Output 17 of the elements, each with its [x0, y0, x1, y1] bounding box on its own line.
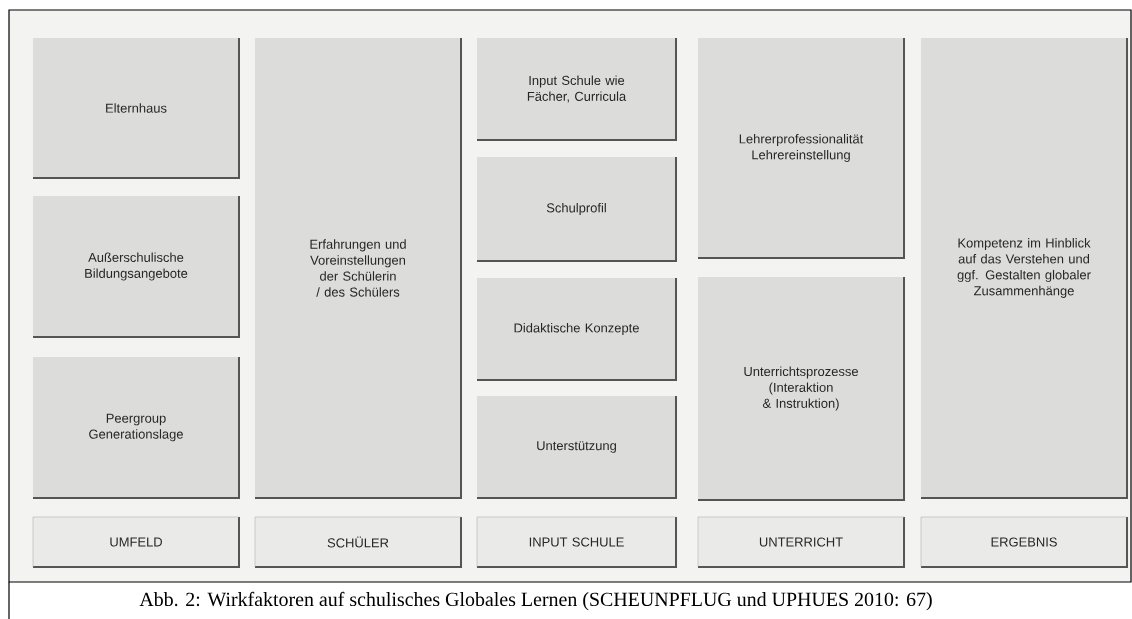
factor-box: Lehrerprofessionalität Lehrereinstellung: [697, 37, 905, 259]
factor-box: Peergroup Generationslage: [32, 356, 240, 499]
category-box: UMFELD: [32, 516, 240, 568]
factor-box: Erfahrungen und Voreinstellungen der Schülerin / des Schülers: [254, 37, 462, 499]
factor-box: Unterrichtsprozesse (Interaktion & Instruktion): [697, 276, 905, 501]
factor-box: Außerschulische Bildungsangebote: [32, 195, 240, 338]
factor-box: Schulprofil: [476, 156, 677, 262]
factor-box: Kompetenz im Hinblick auf das Verstehen und ggf. Gestalten globaler Zusammenhänge: [920, 37, 1128, 499]
category-box: UNTERRICHT: [697, 516, 905, 568]
factor-box: Didaktische Konzepte: [476, 277, 677, 381]
category-box: ERGEBNIS: [920, 516, 1128, 568]
factor-box: Unterstützung: [476, 395, 677, 499]
factor-box: Input Schule wie Fächer, Curricula: [476, 37, 677, 141]
category-box: SCHÜLER: [254, 516, 462, 568]
factor-box: Elternhaus: [32, 37, 240, 179]
category-box: INPUT SCHULE: [476, 516, 677, 568]
caption: Abb. 2: Wirkfaktoren auf schulisches Globales Lernen (SCHEUNPFLUG und UPHUES 2010: 67): [139, 591, 932, 611]
